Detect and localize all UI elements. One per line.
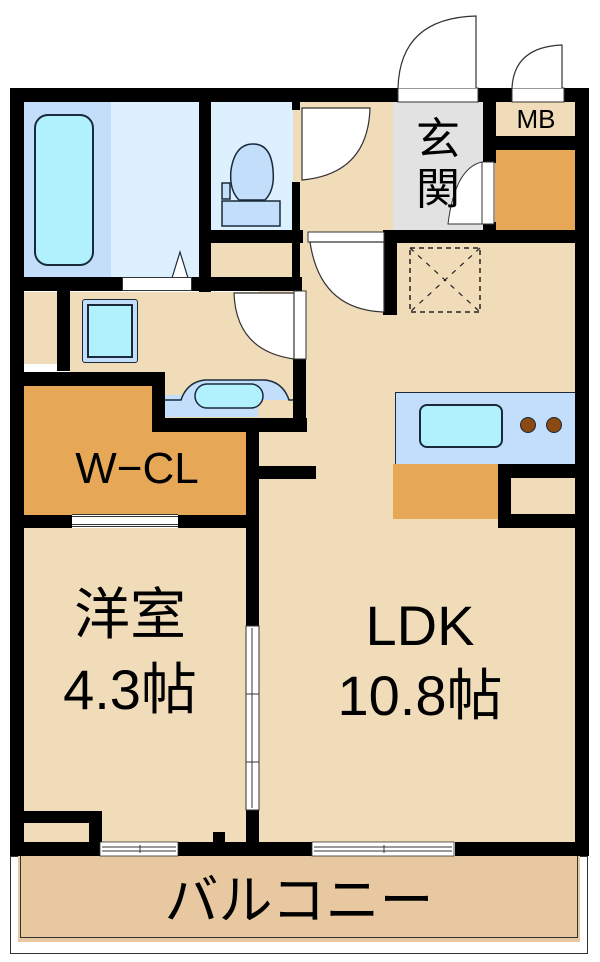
wall [483, 222, 496, 234]
wall [213, 832, 225, 844]
wall [10, 88, 100, 102]
ldk-label: LDK 10.8帖 [300, 598, 540, 724]
door-stopper-icon [171, 249, 189, 279]
sliding-door-icon[interactable] [245, 625, 260, 812]
bathtub-icon [34, 114, 94, 266]
western-room-label: 洋室 4.3帖 [30, 588, 230, 718]
wall [178, 842, 312, 856]
washroom-door-icon[interactable] [232, 290, 308, 367]
entrance-label-line2: 関 [416, 164, 460, 215]
wall [10, 515, 72, 528]
toilet-icon [221, 143, 281, 227]
wall [178, 515, 258, 528]
wall [211, 230, 303, 243]
wall [383, 230, 397, 315]
window-icon[interactable] [99, 841, 180, 857]
wall [24, 811, 102, 823]
meter-box-door-icon[interactable] [510, 43, 570, 103]
wall [57, 291, 70, 371]
wall [498, 514, 576, 528]
western-room-name: 洋室 [74, 583, 186, 648]
kitchen-storage [393, 464, 498, 519]
left-strip-floor [23, 292, 57, 364]
wall [498, 464, 576, 478]
shoe-closet-door-icon[interactable] [445, 160, 495, 230]
balcony-floor [18, 856, 580, 942]
shoe-storage [495, 150, 575, 230]
wall [483, 88, 496, 163]
walk-in-closet-floor-2 [150, 432, 246, 515]
wall [100, 88, 400, 102]
bathroom-floor [111, 102, 199, 277]
ldk-floor [258, 232, 576, 842]
ceiling-storage-icon [409, 247, 481, 313]
balcony-label: バルコニー [164, 869, 434, 932]
wall [246, 808, 259, 844]
closet-sliding-door[interactable] [72, 514, 178, 527]
meter-box-label: MB [516, 104, 556, 134]
wall [495, 136, 575, 150]
wall [292, 102, 300, 110]
western-room-floor [23, 528, 246, 842]
wall [192, 277, 302, 291]
wall [152, 418, 307, 432]
wall [455, 842, 589, 856]
wall [10, 842, 100, 856]
ldk-size: 10.8帖 [337, 664, 503, 727]
wall [292, 182, 300, 290]
bathroom-door[interactable] [122, 277, 192, 291]
wall [152, 372, 165, 432]
wall [293, 345, 306, 432]
walk-in-closet-label: W−CL [75, 444, 199, 493]
wall [259, 466, 316, 479]
kitchen-sink-icon [419, 404, 503, 448]
stove-burner-icon [546, 417, 562, 433]
walk-in-closet-floor [23, 385, 153, 515]
wall [575, 88, 589, 856]
toilet-door-icon[interactable] [300, 106, 380, 186]
wall [89, 811, 102, 845]
meter-box-floor [495, 102, 575, 136]
window-icon[interactable] [311, 841, 456, 857]
wall [199, 102, 211, 292]
refrigerator-space [510, 478, 576, 514]
washing-machine-icon [82, 299, 138, 363]
ldk-name: LDK [365, 594, 475, 657]
wall [10, 88, 24, 856]
washbasin-icon [165, 379, 295, 409]
wall [498, 464, 511, 528]
balcony-inner-line [20, 856, 578, 938]
hall-door-icon[interactable] [307, 231, 388, 314]
front-door-icon[interactable] [396, 14, 486, 104]
western-room-size: 4.3帖 [63, 658, 197, 721]
entrance-label-line1: 玄 [416, 114, 460, 165]
wall [10, 372, 165, 386]
stove-burner-icon [520, 417, 536, 433]
wall [383, 230, 588, 243]
entrance-label: 玄 関 [413, 118, 463, 212]
wall [10, 277, 122, 291]
